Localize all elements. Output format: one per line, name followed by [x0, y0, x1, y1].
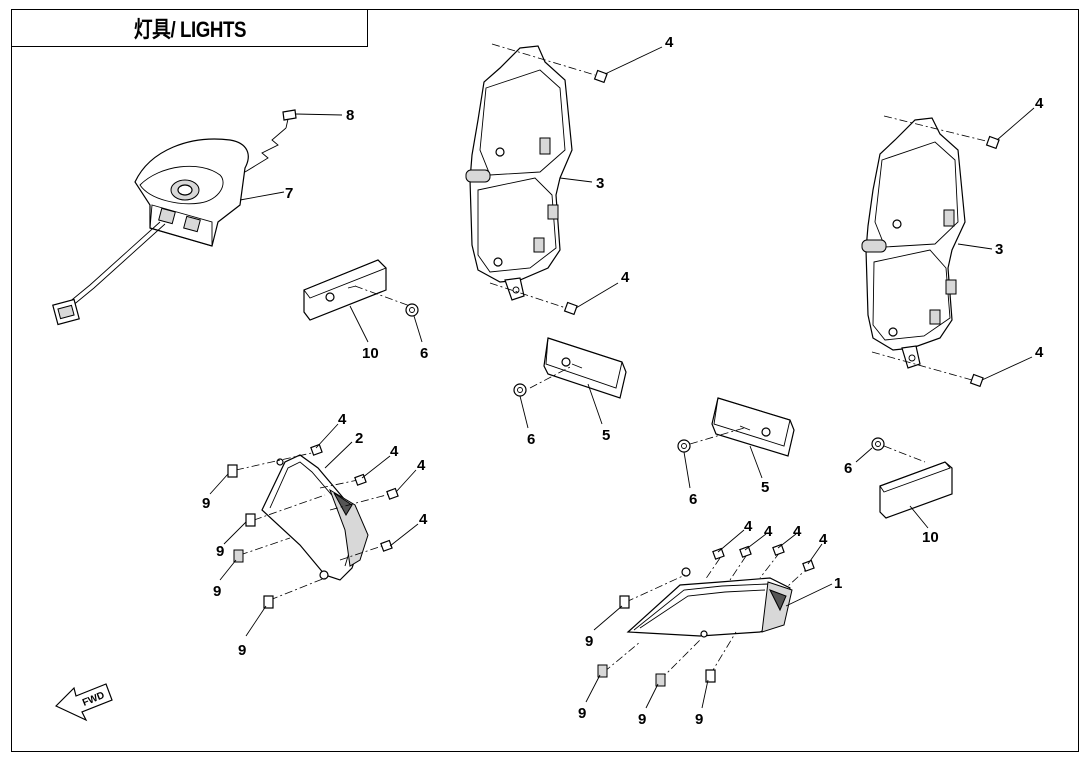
clip-9-hr-d	[705, 669, 716, 683]
callout-4: 4	[793, 523, 802, 540]
license-plate-light	[52, 138, 249, 326]
callout-5: 5	[761, 479, 769, 496]
leader-lines	[209, 46, 1035, 709]
screw-4-tl-top	[593, 69, 608, 84]
clip-9-hl-b	[245, 513, 256, 527]
callout-4: 4	[819, 531, 828, 548]
clip-9-hr-c	[655, 673, 666, 687]
callout-9: 9	[638, 711, 646, 728]
clip-9-hr-a	[619, 595, 630, 609]
callout-10: 10	[922, 529, 939, 546]
headlight-left	[235, 451, 391, 601]
diagram-frame	[11, 9, 1079, 752]
callout-4: 4	[665, 34, 674, 51]
title-box: 灯具/ LIGHTS	[11, 9, 368, 47]
clip-9-hl-c	[233, 549, 244, 563]
tail-light-right	[861, 115, 991, 381]
callout-7: 7	[285, 185, 293, 202]
reflector-5-right	[689, 397, 795, 457]
clip-9-hl-d	[263, 595, 274, 609]
fwd-arrow-icon: FWD	[54, 683, 113, 722]
callout-4: 4	[764, 523, 773, 540]
callout-4: 4	[338, 411, 347, 428]
callout-4: 4	[1035, 344, 1044, 361]
callout-4: 4	[419, 511, 428, 528]
screw-4-hr-b	[739, 545, 752, 558]
page-title: 灯具/ LIGHTS	[133, 17, 246, 42]
callout-4: 4	[1035, 95, 1044, 112]
callout-9: 9	[216, 543, 224, 560]
callout-9: 9	[238, 642, 246, 659]
tail-light-center	[465, 43, 596, 309]
callout-10: 10	[362, 345, 379, 362]
callout-8: 8	[346, 107, 354, 124]
callout-9: 9	[585, 633, 593, 650]
screw-4-hl-a	[310, 443, 323, 456]
screw-4-tl-bottom	[563, 301, 578, 316]
nut-6-a	[405, 303, 419, 317]
screw-4-hr-a	[712, 547, 725, 560]
screw-4-tr-top	[985, 135, 1000, 150]
callout-6: 6	[527, 431, 535, 448]
callout-1: 1	[834, 575, 842, 592]
clip-9-hl-a	[227, 464, 238, 478]
callout-6: 6	[689, 491, 697, 508]
callout-3: 3	[995, 241, 1003, 258]
nut-6-c	[677, 439, 691, 453]
headlight-right	[603, 551, 811, 681]
callout-4: 4	[744, 518, 753, 535]
screw-4-hl-d	[380, 539, 393, 552]
callout-9: 9	[695, 711, 703, 728]
clip-9-hr-b	[597, 664, 608, 678]
screw-4-hr-d	[802, 559, 815, 572]
callout-5: 5	[602, 427, 610, 444]
callout-4: 4	[417, 457, 426, 474]
screw-4-tr-bottom	[969, 373, 984, 388]
callout-6: 6	[844, 460, 852, 477]
screw-4-hr-c	[772, 543, 785, 556]
callout-6: 6	[420, 345, 428, 362]
screw-8	[244, 109, 297, 173]
reflector-5-center	[529, 337, 627, 399]
reflector-10-right	[879, 445, 953, 519]
reflector-10-left	[303, 259, 411, 321]
callout-3: 3	[596, 175, 604, 192]
callout-9: 9	[578, 705, 586, 722]
callout-2: 2	[355, 430, 363, 447]
callout-labels: 8 7 4 3 4 4 3 4 10 6 6 5 6 5 6 10 4 2 4 …	[202, 34, 1044, 728]
nut-6-d	[871, 437, 885, 451]
screw-4-hl-c	[386, 487, 399, 500]
callout-9: 9	[202, 495, 210, 512]
callout-9: 9	[213, 583, 221, 600]
callout-4: 4	[390, 443, 399, 460]
callout-4: 4	[621, 269, 630, 286]
nut-6-b	[513, 383, 527, 397]
